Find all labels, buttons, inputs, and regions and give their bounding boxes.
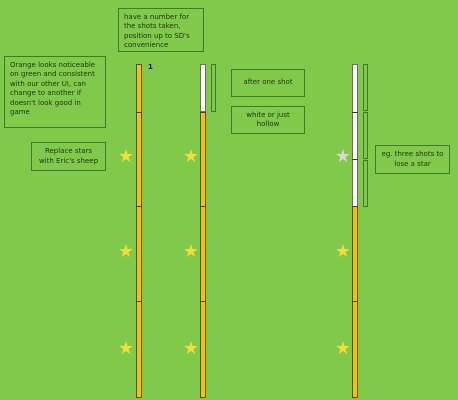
- gray-star-icon: ★: [334, 146, 352, 167]
- bar-1-divider: [136, 206, 142, 207]
- bar-3-divider: [352, 206, 358, 207]
- bar-3-shot-bracket-2: [363, 112, 368, 159]
- shot-count-label: 1: [148, 63, 153, 71]
- bar-3-divider: [352, 159, 358, 160]
- example-note: eg. three shots to lose a star: [375, 145, 450, 174]
- star-icon: ★: [117, 241, 135, 262]
- bar-2-divider: [200, 112, 206, 113]
- bar-3-divider: [352, 301, 358, 302]
- bar-2-empty-segment: [200, 64, 206, 112]
- bar-1-divider: [136, 112, 142, 113]
- star-icon: ★: [334, 241, 352, 262]
- bar-2-divider: [200, 301, 206, 302]
- star-icon: ★: [182, 146, 200, 167]
- bar-1-divider: [136, 301, 142, 302]
- bar-3: [352, 64, 358, 398]
- bar-2: [200, 64, 206, 398]
- orange-note: Orange looks noticeable on green and con…: [4, 56, 106, 128]
- star-icon: ★: [334, 338, 352, 359]
- replace-note: Replace stars with Eric's sheep: [31, 142, 106, 171]
- bar-2-shot-bracket: [211, 64, 216, 112]
- bar-3-shot-bracket-1: [363, 64, 368, 111]
- star-icon: ★: [117, 338, 135, 359]
- after-one-shot-note: after one shot: [231, 69, 305, 97]
- star-icon: ★: [182, 338, 200, 359]
- bar-2-divider: [200, 206, 206, 207]
- number-note: have a number for the shots taken, posit…: [118, 8, 204, 52]
- bar-3-shot-bracket-3: [363, 160, 368, 207]
- white-hollow-note: white or just hollow: [231, 106, 305, 134]
- bar-1: [136, 64, 142, 398]
- star-icon: ★: [182, 241, 200, 262]
- star-icon: ★: [117, 146, 135, 167]
- bar-3-divider: [352, 112, 358, 113]
- bar-3-empty-segment: [352, 64, 358, 207]
